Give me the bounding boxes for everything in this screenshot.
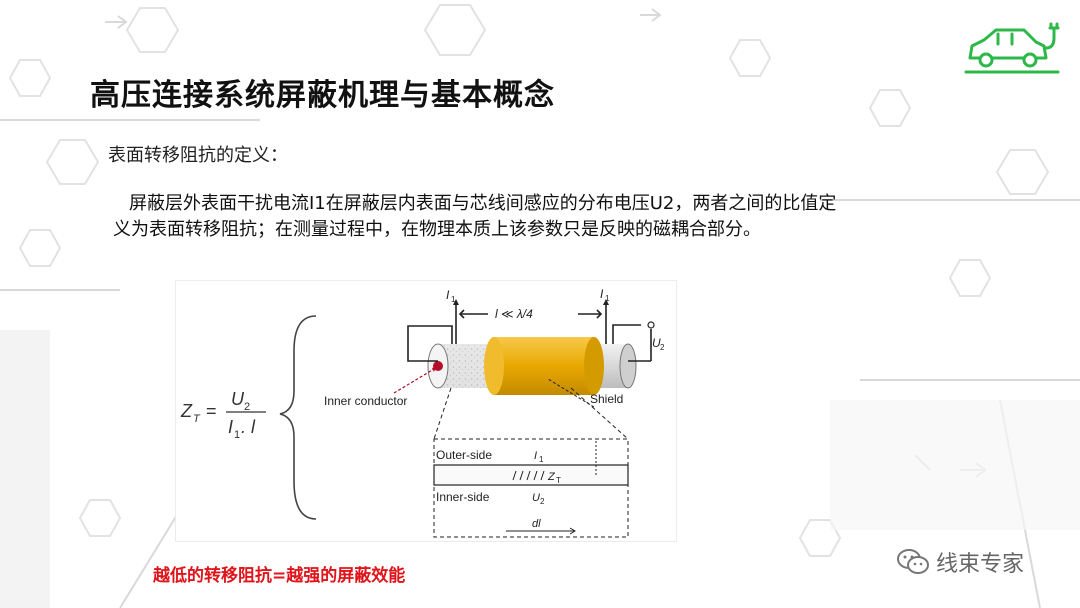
definition-paragraph: 屏蔽层外表面干扰电流I1在屏蔽层内表面与芯线间感应的分布电压U2，两者之间的比值… — [113, 193, 837, 240]
formula-equals: = — [206, 401, 217, 421]
formula-numerator-sub: 2 — [244, 401, 250, 413]
detail-impedance-sub: T — [556, 476, 561, 485]
curly-brace — [279, 315, 317, 520]
page-title: 高压连接系统屏蔽机理与基本概念 — [90, 78, 555, 113]
current-label-left: I — [446, 288, 450, 302]
section-subtitle: 表面转移阻抗的定义： — [108, 145, 288, 166]
voltage-label-sub: 2 — [660, 343, 665, 352]
detail-voltage-sub: 2 — [540, 497, 545, 506]
outer-side-label: Outer-side — [436, 448, 492, 462]
electric-car-logo-icon — [964, 22, 1060, 74]
formula-numerator: U — [231, 389, 245, 409]
formula-denominator-sub: 1 — [234, 429, 240, 441]
voltage-label: U — [652, 336, 661, 350]
formula-lhs: Z — [180, 401, 193, 421]
conclusion-caption: 越低的转移阻抗=越强的屏蔽效能 — [153, 566, 406, 586]
transfer-impedance-diagram: Z T = U 2 I 1 . l l ≪ λ/4 I 1 I 1 — [175, 280, 677, 542]
formula-lhs-sub: T — [193, 413, 201, 425]
watermark-text: 线束专家 — [936, 552, 1025, 577]
shield-label: Shield — [590, 392, 623, 406]
inner-conductor-label: Inner conductor — [324, 394, 407, 408]
current-label-right-sub: 1 — [605, 294, 610, 303]
detail-impedance-label: Z — [547, 471, 556, 483]
detail-length-label: dl — [532, 518, 541, 530]
formula-denominator-tail: . l — [241, 417, 256, 437]
watermark: 线束专家 — [896, 546, 1024, 578]
inner-side-label: Inner-side — [436, 490, 490, 504]
formula-denominator: I — [228, 417, 233, 437]
detail-current-sub: 1 — [539, 455, 544, 464]
coaxial-cable — [427, 337, 637, 395]
length-label: l ≪ λ/4 — [495, 307, 533, 321]
current-label-right: I — [600, 287, 604, 301]
detail-voltage-label: U — [532, 492, 540, 504]
detail-current-label: I — [534, 450, 537, 462]
transfer-impedance-formula: Z T = U 2 I 1 . l — [180, 389, 266, 441]
wechat-icon — [897, 549, 929, 574]
shield-cross-section-detail: Outer-side Inner-side I 1 U 2 Z T dl — [433, 441, 629, 535]
current-label-left-sub: 1 — [451, 295, 456, 304]
